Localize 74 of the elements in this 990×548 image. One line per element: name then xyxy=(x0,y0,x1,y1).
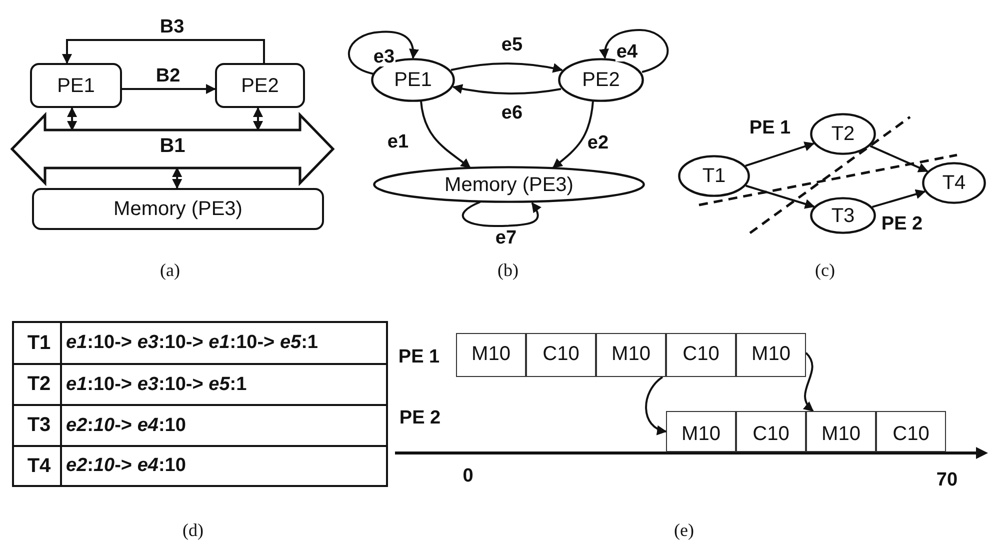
table-cell: e2:10-> e4:10 xyxy=(60,445,388,487)
arrow xyxy=(552,100,594,169)
task-block xyxy=(876,411,946,452)
node-label: M10 xyxy=(472,344,510,364)
panel-caption: (e) xyxy=(674,521,694,539)
bus-shape xyxy=(10,113,335,185)
node-label: B1 xyxy=(160,136,186,156)
node-label: T1 xyxy=(702,166,726,186)
table-cell: e1:10-> e3:10-> e1:10-> e5:1 xyxy=(60,321,388,365)
node-label: PE2 xyxy=(241,76,279,96)
node-ellipse xyxy=(373,166,645,203)
arrow xyxy=(62,39,265,64)
axis-label: PE 2 xyxy=(881,214,923,234)
arrow xyxy=(67,107,78,131)
arrow xyxy=(745,142,815,167)
node-ellipse xyxy=(678,155,750,197)
node-label: C10 xyxy=(542,344,580,364)
node-label: T3 xyxy=(831,206,855,226)
task-block xyxy=(666,411,736,452)
node-label: M10 xyxy=(612,344,650,364)
panel-caption: (b) xyxy=(498,261,518,279)
arrow xyxy=(872,189,926,208)
axis-label: 0 xyxy=(462,466,474,486)
edge-label: e4 xyxy=(615,42,639,62)
table-cell: T4 xyxy=(12,445,62,487)
node-label: T4 xyxy=(942,173,966,193)
node-ellipse xyxy=(922,162,986,204)
arrow xyxy=(600,29,669,73)
task-block xyxy=(666,333,736,377)
task-block xyxy=(456,333,526,377)
process-box xyxy=(30,63,122,108)
node-label: PE1 xyxy=(394,70,432,90)
node-label: PE1 xyxy=(57,76,95,96)
arrow xyxy=(348,30,418,75)
node-label: T2 xyxy=(831,124,855,144)
arrow xyxy=(870,145,928,172)
node-ellipse xyxy=(558,58,644,102)
node-label: PE2 xyxy=(582,70,620,90)
node-label: C10 xyxy=(892,424,930,444)
arrow xyxy=(746,184,815,209)
node-label: M10 xyxy=(682,424,720,444)
arrow xyxy=(253,107,263,131)
panel-caption: (a) xyxy=(160,261,180,279)
node-ellipse xyxy=(810,197,876,234)
arrow xyxy=(645,376,667,434)
task-block xyxy=(596,333,666,377)
node-label: Memory (PE3) xyxy=(114,199,242,219)
node-ellipse xyxy=(810,113,876,155)
arrow xyxy=(803,352,814,412)
panel-caption: (d) xyxy=(182,521,204,539)
panel-caption: (c) xyxy=(815,261,835,279)
arrow xyxy=(420,100,471,169)
arrow xyxy=(452,84,562,95)
axis-label: PE 1 xyxy=(749,118,791,138)
task-block xyxy=(736,333,806,377)
node-label: M10 xyxy=(752,344,790,364)
arrow xyxy=(462,201,542,227)
edge-label: e3 xyxy=(372,48,396,66)
node-label: C10 xyxy=(682,344,720,364)
task-block xyxy=(806,411,876,452)
node-label: M10 xyxy=(822,424,860,444)
arrow xyxy=(450,62,563,73)
task-block xyxy=(526,333,596,377)
axis-label: PE 2 xyxy=(399,408,441,428)
task-block xyxy=(736,411,806,452)
axis-label: PE 1 xyxy=(398,348,440,366)
node-label: Memory (PE3) xyxy=(444,174,574,194)
node-label: C10 xyxy=(752,424,790,444)
axis-label: 70 xyxy=(936,470,958,490)
table-cell: T1 xyxy=(12,321,62,365)
process-box xyxy=(215,63,305,108)
process-box xyxy=(32,188,324,230)
arrow xyxy=(172,167,182,189)
arrow xyxy=(122,84,216,94)
